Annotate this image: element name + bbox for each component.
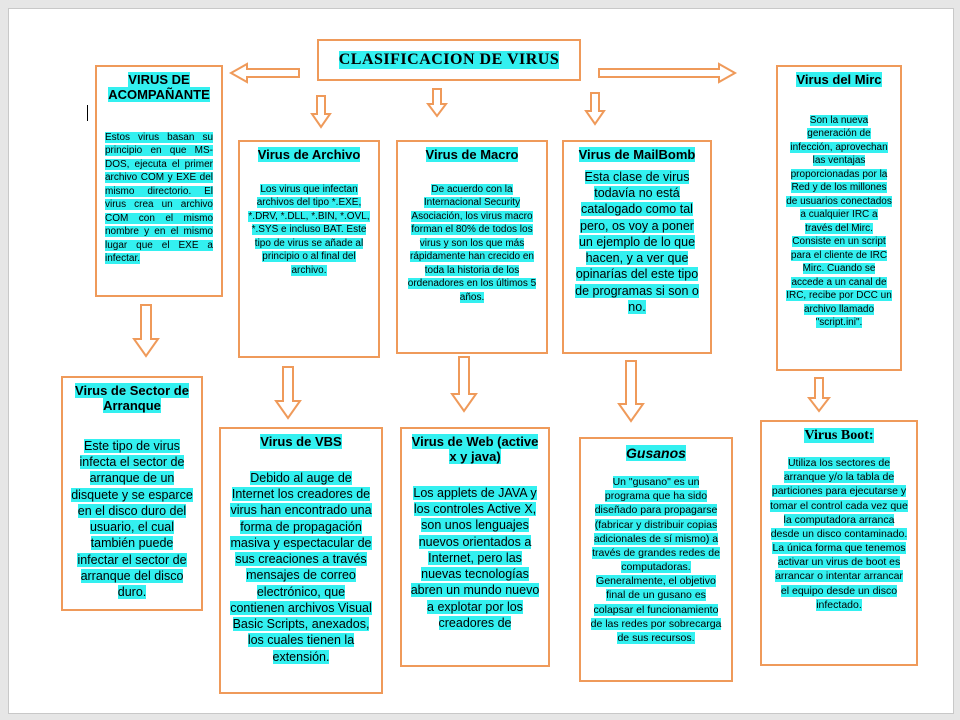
- arrow-down-web: [450, 356, 478, 413]
- box-title: Virus de MailBomb: [578, 147, 696, 162]
- box-title: Virus de Archivo: [257, 147, 361, 162]
- box-title: Virus de Sector de Arranque: [75, 383, 189, 413]
- box-virus-sector-arranque: Virus de Sector de Arranque Este tipo de…: [61, 376, 203, 611]
- box-text: Debido al auge de Internet los creadores…: [230, 470, 372, 664]
- connector-arrows: [132, 62, 832, 423]
- box-virus-vbs: Virus de VBS Debido al auge de Internet …: [219, 427, 383, 694]
- box-text: Este tipo de virus infecta el sector de …: [71, 438, 193, 600]
- arrow-down-boot: [806, 377, 832, 413]
- box-text: Los applets de JAVA y los controles Acti…: [410, 485, 540, 630]
- box-title: Gusanos: [626, 445, 686, 461]
- arrow-down-mailbomb: [584, 92, 606, 126]
- diagram-title: CLASIFICACION DE VIRUS: [338, 51, 560, 69]
- box-virus-acompanante: VIRUS DE ACOMPAÑANTE Estos virus basan s…: [95, 65, 223, 297]
- arrow-down-sector: [132, 304, 160, 358]
- box-text: Un "gusano" es un programa que ha sido d…: [590, 476, 722, 644]
- box-text: De acuerdo con la Internacional Security…: [407, 183, 537, 303]
- box-title: VIRUS DE ACOMPAÑANTE: [108, 72, 210, 102]
- box-title: Virus Boot:: [804, 428, 874, 443]
- box-title: Virus de Web (active x y java): [411, 434, 539, 464]
- box-virus-boot: Virus Boot: Utiliza los sectores de arra…: [760, 420, 918, 666]
- box-text: Los virus que infectan archivos del tipo…: [248, 183, 370, 276]
- box-text: Utiliza los sectores de arranque y/o la …: [770, 457, 908, 611]
- box-virus-mirc: Virus del Mirc Son la nueva generación d…: [776, 65, 902, 371]
- box-text: Estos virus basan su principio en que MS…: [105, 131, 213, 265]
- box-virus-macro: Virus de Macro De acuerdo con la Interna…: [396, 140, 548, 354]
- text-cursor: [87, 105, 88, 121]
- box-title: Virus de Macro: [425, 147, 519, 162]
- arrow-right: [598, 62, 738, 84]
- diagram-title-box: CLASIFICACION DE VIRUS: [317, 39, 581, 81]
- box-virus-archivo: Virus de Archivo Los virus que infectan …: [238, 140, 380, 358]
- arrow-down-macro: [426, 88, 448, 118]
- box-virus-web: Virus de Web (active x y java) Los apple…: [400, 427, 550, 667]
- box-title: Virus del Mirc: [796, 72, 882, 87]
- arrow-down-archivo: [310, 95, 332, 129]
- box-gusanos: Gusanos Un "gusano" es un programa que h…: [579, 437, 733, 682]
- box-text: Esta clase de virus todavía no está cata…: [575, 169, 699, 314]
- box-virus-mailbomb: Virus de MailBomb Esta clase de virus to…: [562, 140, 712, 354]
- box-text: Son la nueva generación de infección, ap…: [786, 114, 892, 329]
- diagram-page: CLASIFICACION DE VIRUS VIRUS DE ACOMPAÑA…: [8, 8, 954, 714]
- box-title: Virus de VBS: [260, 434, 342, 449]
- arrow-left: [228, 62, 300, 84]
- arrow-down-vbs: [274, 366, 302, 420]
- arrow-down-gusanos: [617, 360, 645, 423]
